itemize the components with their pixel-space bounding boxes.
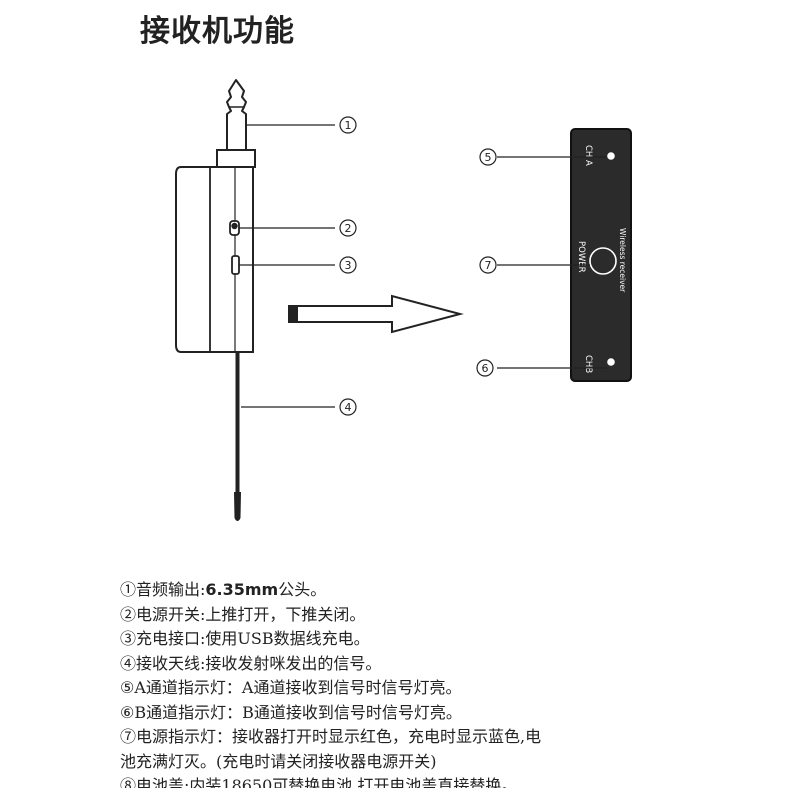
panel-power-label: POWER bbox=[576, 241, 586, 273]
panel-cha-label: CH A bbox=[583, 145, 593, 166]
callout-5: 5 bbox=[479, 148, 497, 166]
receiver-diagram: 1 2 3 4 CH A CHB POWER Wireless receiver… bbox=[175, 79, 632, 521]
callout-1: 1 bbox=[339, 116, 357, 134]
callout-7: 7 bbox=[479, 256, 497, 274]
receiver-body bbox=[175, 166, 254, 353]
note-channel-b: ⑥B通道指示灯：B通道接收到信号时信号灯亮。 bbox=[120, 702, 462, 722]
note-battery-cover: ⑧电池盖:内装18650可替换电池,打开电池盖直接替换。 bbox=[120, 776, 518, 788]
note-channel-a: ⑤A通道指示灯：A通道接收到信号时信号灯亮。 bbox=[120, 678, 462, 697]
note-1-suffix: 公头。 bbox=[278, 580, 327, 599]
panel-brand-label: Wireless receiver bbox=[618, 228, 627, 293]
page-title: 接收机功能 bbox=[140, 14, 295, 49]
note-1-spec: 6.35mm bbox=[205, 580, 279, 599]
leader-lines-right bbox=[497, 156, 607, 369]
note-audio-output: ①音频输出:6.35mm公头。 bbox=[120, 578, 780, 603]
channel-a-indicator bbox=[607, 152, 615, 160]
arrow-right-icon bbox=[288, 294, 464, 334]
audio-plug bbox=[216, 79, 256, 168]
callout-3: 3 bbox=[339, 256, 357, 274]
svg-text:3: 3 bbox=[345, 259, 352, 272]
leader-lines-left bbox=[239, 124, 335, 408]
power-switch bbox=[229, 220, 240, 236]
channel-b-indicator bbox=[607, 358, 615, 366]
callout-4: 4 bbox=[339, 398, 357, 416]
note-power-indicator-line2: 池充满灯灭。(充电时请关闭接收器电源开关) bbox=[120, 751, 437, 771]
note-power-switch: ②电源开关:上推打开，下推关闭。 bbox=[120, 604, 366, 624]
svg-text:6: 6 bbox=[482, 362, 489, 375]
feature-notes: ①音频输出:6.35mm公头。 ②电源开关:上推打开，下推关闭。 ③充电接口:使… bbox=[120, 578, 780, 788]
callout-2: 2 bbox=[339, 219, 357, 237]
svg-text:2: 2 bbox=[345, 222, 352, 235]
svg-text:5: 5 bbox=[485, 151, 492, 164]
note-charge-port: ③充电接口:使用USB数据线充电。 bbox=[120, 629, 370, 648]
note-antenna: ④接收天线:接收发射咪发出的信号。 bbox=[120, 653, 382, 673]
power-indicator bbox=[589, 247, 617, 275]
note-1-prefix: ①音频输出: bbox=[120, 580, 206, 599]
receiver-panel: CH A CHB POWER Wireless receiver bbox=[570, 128, 632, 382]
svg-text:7: 7 bbox=[485, 259, 492, 272]
svg-text:4: 4 bbox=[345, 401, 352, 414]
antenna bbox=[234, 352, 241, 521]
svg-text:1: 1 bbox=[345, 119, 352, 132]
usb-charge-port bbox=[231, 255, 240, 275]
note-power-indicator-line1: ⑦电源指示灯：接收器打开时显示红色，充电时显示蓝色,电 bbox=[120, 727, 542, 746]
panel-chb-label: CHB bbox=[583, 355, 593, 373]
callout-6: 6 bbox=[476, 359, 494, 377]
